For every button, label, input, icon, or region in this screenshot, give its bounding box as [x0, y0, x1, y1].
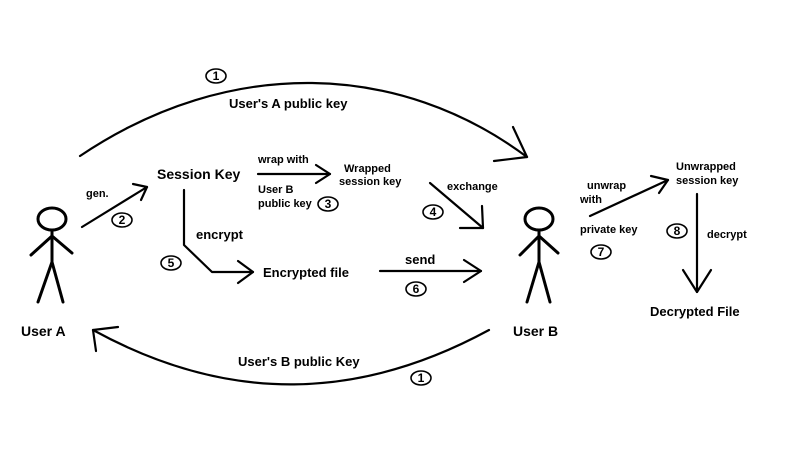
- step-1-bottom-circle: [410, 370, 432, 386]
- wrap-with-label: wrap with: [257, 154, 309, 166]
- step-1-top-circle: [205, 68, 227, 84]
- user-b-key-line1: User B: [258, 184, 294, 196]
- decrypt-label: decrypt: [707, 229, 747, 241]
- step-7-circle: [590, 244, 612, 260]
- step-1-bottom: 1: [418, 371, 425, 385]
- step-5: 5: [168, 256, 175, 270]
- step-7: 7: [598, 245, 605, 259]
- send-label: send: [405, 252, 435, 267]
- arrow-user-a-public-key: [78, 81, 529, 163]
- step-2: 2: [119, 213, 126, 227]
- user-b-public-key-label: User's B public Key: [238, 354, 360, 369]
- step-1-top: 1: [213, 69, 220, 83]
- user-a-public-key-label: User's A public key: [229, 96, 348, 111]
- exchange-label: exchange: [447, 181, 498, 193]
- unwrapped-session-key-line1: Unwrapped: [676, 161, 736, 173]
- decrypted-file-label: Decrypted File: [650, 304, 740, 319]
- unwrap-line1: unwrap: [587, 180, 626, 192]
- encrypted-file-label: Encrypted file: [263, 265, 349, 280]
- encrypt-label: encrypt: [196, 227, 244, 242]
- arrow-decrypt: [681, 192, 713, 294]
- step-circles: [111, 68, 688, 386]
- arrow-wrap: [256, 163, 332, 185]
- step-4-circle: [422, 204, 444, 220]
- arrow-unwrap: [588, 174, 670, 218]
- arrow-user-b-public-key: [91, 325, 491, 386]
- user-b-key-line2: public key: [258, 198, 313, 210]
- unwrapped-session-key-line2: session key: [676, 175, 739, 187]
- step-3: 3: [325, 197, 332, 211]
- arrow-encrypt: [182, 188, 255, 285]
- gen-label: gen.: [86, 188, 109, 200]
- arrow-exchange: [428, 181, 485, 230]
- wrapped-session-key-line1: Wrapped: [344, 163, 391, 175]
- user-a-figure: [29, 206, 74, 304]
- user-a-label: User A: [21, 323, 66, 339]
- step-6-circle: [405, 281, 427, 297]
- arrow-gen: [80, 182, 149, 229]
- step-2-circle: [111, 212, 133, 228]
- step-6: 6: [413, 282, 420, 296]
- step-8-circle: [666, 223, 688, 239]
- user-b-figure: [518, 206, 560, 304]
- unwrap-line2: with: [579, 194, 602, 206]
- private-key-label: private key: [580, 224, 638, 236]
- user-b-label: User B: [513, 323, 558, 339]
- arrow-send: [378, 258, 483, 284]
- step-8: 8: [674, 224, 681, 238]
- step-3-circle: [317, 196, 339, 212]
- session-key-label: Session Key: [157, 166, 240, 182]
- wrapped-session-key-line2: session key: [339, 176, 402, 188]
- step-5-circle: [160, 255, 182, 271]
- step-4: 4: [430, 205, 437, 219]
